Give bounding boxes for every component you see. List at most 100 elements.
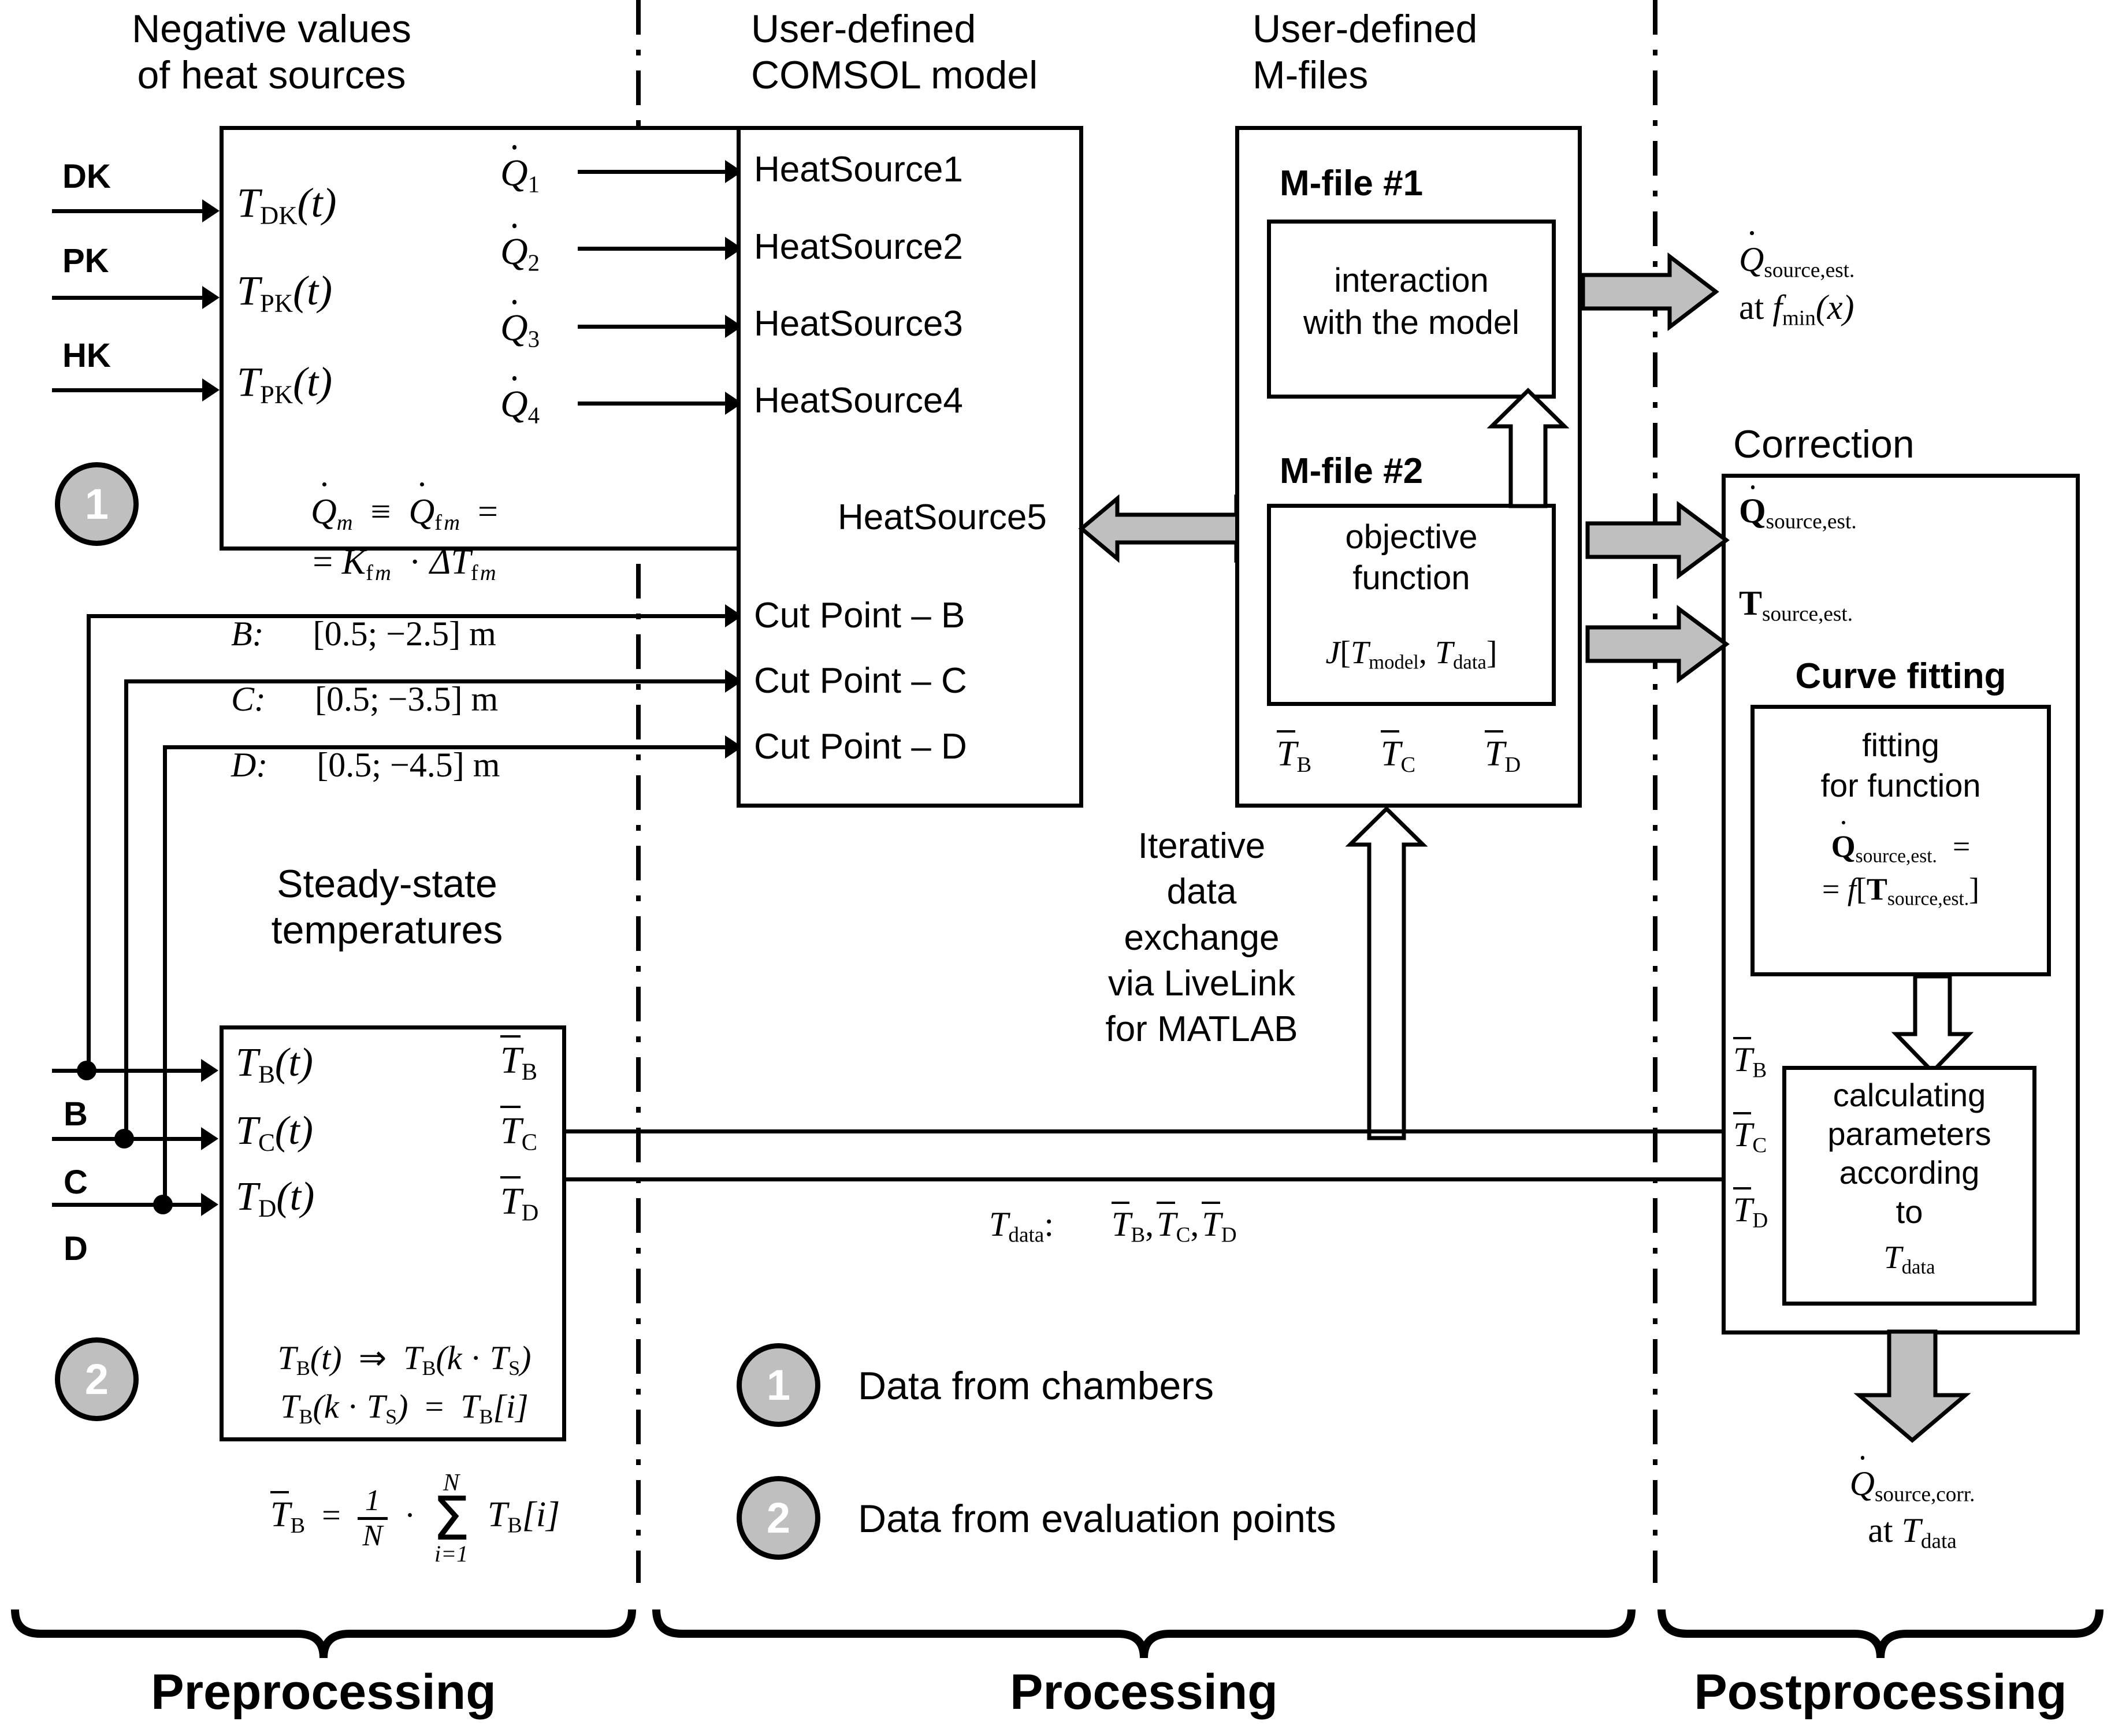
mfile-1-inner-box <box>1267 220 1556 399</box>
eval-b-line <box>52 1069 214 1073</box>
label-preprocessing: Preprocessing <box>151 1664 496 1720</box>
mfile-1-body: interaction with the model <box>1267 260 1556 344</box>
comsol-box-title: User-defined COMSOL model <box>751 6 1038 98</box>
formula2-line3: TB = 1 N · N Σ i=1 TB[i] <box>270 1470 560 1567</box>
arrow-line-hk <box>52 388 214 392</box>
output-tbar-b: TB <box>500 1035 538 1085</box>
correction-in2-gray-arrow <box>1585 605 1730 683</box>
correction-side-tc: TC <box>1733 1112 1767 1158</box>
mfile-1-body-line2: with the model <box>1303 303 1519 341</box>
mfiles-box-title: User-defined M-files <box>1253 6 1477 98</box>
arrow-head-hk <box>202 378 220 402</box>
sigma-symbol: Σ <box>432 1483 470 1554</box>
formula-qm-line1: Qm ≡ Qf m = <box>191 482 618 538</box>
fitting-body-line2: for function <box>1820 767 1981 804</box>
output-bottom-line2: at Tdata <box>1868 1511 1957 1553</box>
signal-tpk-2: TPK(t) <box>237 359 333 409</box>
tdata-label-group: Tdata: TB, TC, TD <box>989 1201 1237 1247</box>
signal-tc: TC(t) <box>236 1109 313 1157</box>
output-q3: Q3 <box>500 300 540 352</box>
cut-point-d: Cut Point – D <box>754 727 967 767</box>
steady-state-title-line2: temperatures <box>271 908 503 953</box>
exchange-text-line3: exchange <box>1124 917 1280 958</box>
arrow-head-dk <box>202 199 220 222</box>
calculating-line4: to <box>1896 1193 1923 1230</box>
cut-coord-d-label: D: <box>231 746 268 784</box>
route-d-horizontal <box>163 745 739 749</box>
output-bottom-gray-arrow <box>1853 1329 1971 1443</box>
heat-source-5: HeatSource5 <box>838 497 1047 537</box>
route-c-horizontal <box>124 679 739 683</box>
mfile-2-title: M-file #2 <box>1280 451 1424 491</box>
mfiles-title-line1: User-defined <box>1253 7 1478 51</box>
brace-postprocessing <box>1657 1609 2103 1659</box>
correction-input-1: Qsource,est. <box>1739 485 1857 534</box>
mfile-2-body: objective function <box>1267 517 1556 599</box>
fitting-body: fitting for function <box>1751 725 2051 806</box>
heat-source-box <box>220 126 806 551</box>
heat-source-4: HeatSource4 <box>754 381 963 421</box>
calculating-box <box>1782 1066 2036 1306</box>
marker-circle-2: 2 <box>55 1337 139 1421</box>
input-label-pk: PK <box>62 242 109 280</box>
eval-d-junction <box>153 1195 173 1214</box>
marker-circle-2-label: 2 <box>84 1355 109 1403</box>
comsol-box <box>737 126 1083 808</box>
route-b-horizontal <box>87 614 739 618</box>
output-top-line1: Qsource,est. <box>1739 231 1854 285</box>
legend-text-1: Data from chambers <box>858 1364 1214 1408</box>
heat-source-2: HeatSource2 <box>754 227 963 267</box>
mfile-1-body-line1: interaction <box>1334 262 1489 299</box>
cut-coord-b: B: [0.5; −2.5] m <box>231 614 496 654</box>
eval-label-d: D <box>64 1230 88 1267</box>
marker-circle-1-label: 1 <box>84 480 109 528</box>
mfile-2-inner-box <box>1267 504 1556 706</box>
calculating-line2: parameters <box>1827 1116 1991 1153</box>
signal-tdk: TDK(t) <box>237 180 337 230</box>
mfile-1-title: M-file #1 <box>1280 163 1424 203</box>
input-label-hk: HK <box>62 337 111 374</box>
q1-arrow-line <box>578 170 739 174</box>
steady-state-box-title: Steady-state temperatures <box>191 861 584 953</box>
output-q4: Q4 <box>500 376 540 429</box>
legend-circle-1-label: 1 <box>766 1361 791 1409</box>
legend-circle-2: 2 <box>737 1476 820 1560</box>
output-tbar-d: TD <box>500 1176 539 1226</box>
eval-b-head <box>201 1059 218 1082</box>
signal-tb: TB(t) <box>236 1040 313 1089</box>
legend-circle-2-label: 2 <box>766 1494 791 1542</box>
tdata-into-mfiles-arrow <box>1345 806 1428 1140</box>
output-top-text: Qsource,est. at fmin(x) <box>1739 231 1854 333</box>
correction-side-td: TD <box>1733 1187 1768 1233</box>
curve-fitting-title: Curve fitting <box>1795 656 2006 696</box>
cut-coord-c-value: [0.5; −3.5] m <box>315 680 499 718</box>
cut-coord-d-value: [0.5; −4.5] m <box>317 746 500 784</box>
correction-in1-gray-arrow <box>1585 501 1730 579</box>
q2-arrow-line <box>578 247 739 251</box>
arrow-head-pk <box>202 286 220 309</box>
exchange-text-line1: Iterative <box>1138 826 1266 866</box>
heat-source-title-line2: of heat sources <box>137 53 406 98</box>
curve-fitting-box <box>1751 705 2051 976</box>
mfile-2-body-line2: function <box>1352 559 1470 597</box>
q3-arrow-line <box>578 325 739 329</box>
sum-upper-limit: N <box>443 1470 460 1496</box>
formula-qm-line2: = Kf m · ΔTf m <box>313 542 496 585</box>
heat-source-3: HeatSource3 <box>754 304 963 344</box>
correction-input-2: Tsource,est. <box>1739 584 1853 626</box>
marker-circle-1: 1 <box>55 462 139 546</box>
eval-label-c: C <box>64 1163 88 1201</box>
label-processing: Processing <box>1010 1664 1278 1720</box>
cut-coord-d: D: [0.5; −4.5] m <box>231 745 500 785</box>
cut-point-c: Cut Point – C <box>754 661 967 701</box>
sum-lower-limit: i=1 <box>434 1541 469 1567</box>
output-q2: Q2 <box>500 224 540 276</box>
steady-state-title-line1: Steady-state <box>277 862 497 906</box>
calculating-body: calculating parameters according to <box>1782 1076 2036 1231</box>
arrow-line-pk <box>52 296 214 300</box>
cut-coord-b-value: [0.5; −2.5] m <box>313 615 496 653</box>
cut-coord-c: C: [0.5; −3.5] m <box>231 679 498 719</box>
exchange-text-line4: via LiveLink <box>1108 964 1295 1004</box>
avg-frac-denominator: N <box>362 1519 383 1553</box>
